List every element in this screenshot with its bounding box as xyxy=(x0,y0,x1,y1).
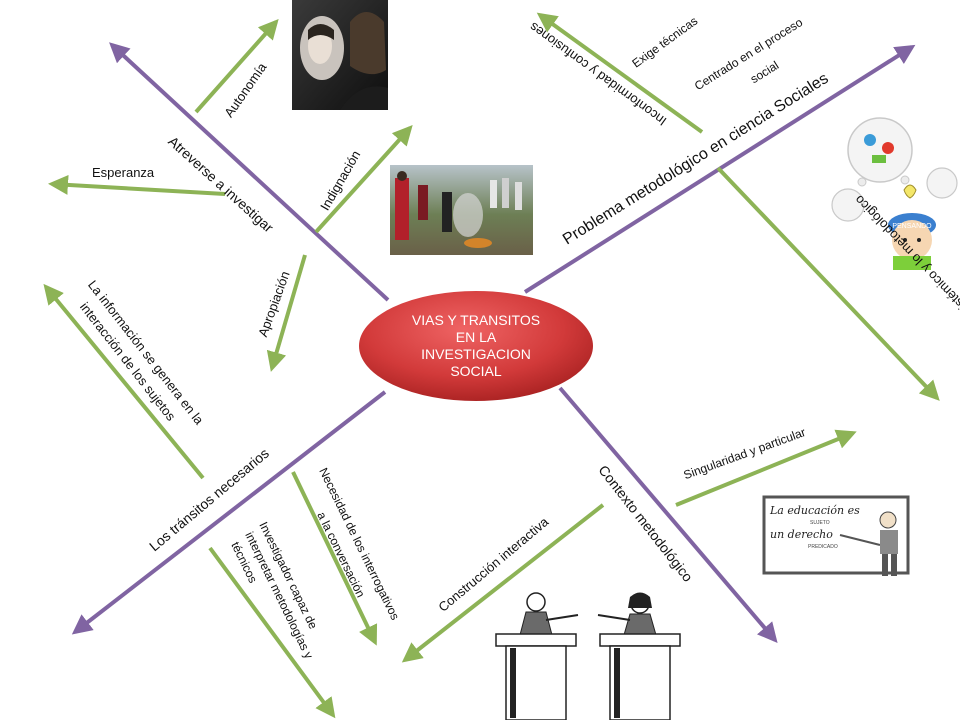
thinking-tag: PENSANDO xyxy=(892,223,932,230)
sub-informacion-line xyxy=(43,283,205,480)
blackboard-small2: PREDICADO xyxy=(808,544,838,550)
sub-autonomia-line xyxy=(194,19,279,114)
sub-singularidad-line xyxy=(675,429,857,507)
thinking-child-illustration xyxy=(831,117,958,270)
sub-necesidad-line xyxy=(291,471,378,646)
blackboard-line2: un derecho xyxy=(770,528,833,541)
debate-podiums-illustration xyxy=(495,592,681,720)
center-title: VIAS Y TRANSITOS EN LA INVESTIGACION SOC… xyxy=(411,312,541,379)
sub-esperanza-line xyxy=(48,174,226,196)
branch-contexto-line xyxy=(558,386,778,644)
blackboard-small1: SUJETO xyxy=(810,520,830,526)
center-node: VIAS Y TRANSITOS EN LA INVESTIGACION SOC… xyxy=(358,290,594,402)
sub-construccion-line xyxy=(401,503,605,663)
branch-transitos-line xyxy=(71,390,387,635)
sub-indignacion-line xyxy=(314,125,413,234)
sub-esperanza-label: Esperanza xyxy=(92,165,155,180)
branch-atreverse-line xyxy=(109,42,390,302)
sub-inconformidad-line xyxy=(536,12,704,134)
sub-apropiacion-line xyxy=(266,254,307,372)
ritual-photo xyxy=(390,165,533,255)
mirror-photo xyxy=(292,0,388,110)
center-node-shape xyxy=(357,289,595,403)
blackboard-line1: La educación es xyxy=(769,504,860,517)
sub-investigador-line xyxy=(208,546,336,719)
sub-interes-line xyxy=(716,166,940,401)
blackboard-illustration xyxy=(762,495,910,576)
